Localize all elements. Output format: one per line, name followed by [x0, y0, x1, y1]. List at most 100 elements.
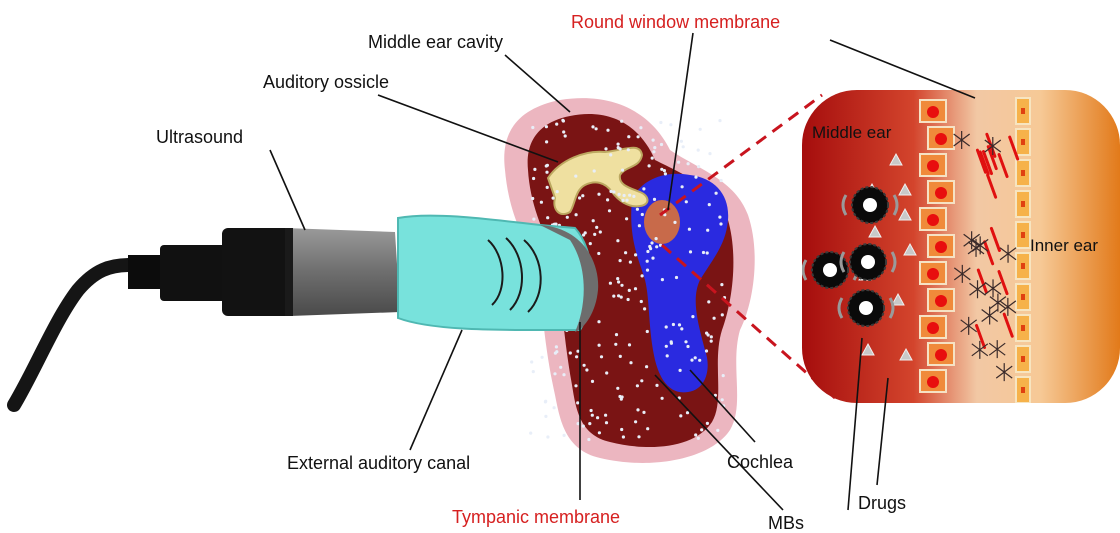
- microbubble-dot: [555, 123, 558, 126]
- microbubble-dot: [651, 157, 654, 160]
- microbubble-dot: [642, 411, 645, 414]
- microbubble-dot: [554, 223, 557, 226]
- microbubble-dot: [636, 408, 639, 411]
- microbubble-dot: [609, 190, 612, 193]
- microbubble-dot: [641, 213, 644, 216]
- microbubble-dot: [697, 165, 700, 168]
- microbubble-dot: [720, 179, 723, 182]
- microbubble-dot: [566, 216, 569, 219]
- microbubble-dot: [629, 261, 632, 264]
- cell-nucleus: [935, 349, 947, 361]
- microbubble-dot: [637, 135, 640, 138]
- inner-cell-core: [1021, 325, 1025, 331]
- microbubble-dot: [660, 143, 663, 146]
- microbubble-dot: [682, 145, 685, 148]
- microbubble-dot: [636, 208, 639, 211]
- microbubble-dot: [653, 198, 656, 201]
- microbubble-dot: [640, 379, 643, 382]
- microbubble-dot: [529, 432, 532, 435]
- inner-cell-core: [1021, 356, 1025, 362]
- microbubble-dot: [608, 209, 611, 212]
- microbubble-dot: [670, 340, 673, 343]
- microbubble-dot: [643, 307, 646, 310]
- cell-nucleus: [935, 241, 947, 253]
- microbubble-dot: [620, 284, 623, 287]
- cell-nucleus: [935, 187, 947, 199]
- microbubble-dot: [706, 422, 709, 425]
- cell-nucleus: [927, 376, 939, 388]
- microbubble-dot: [621, 395, 624, 398]
- microbubble-dot: [708, 203, 711, 206]
- microbubble-dot: [648, 164, 651, 167]
- microbubble-dot: [642, 187, 645, 190]
- microbubble-dot: [710, 335, 713, 338]
- microbubble-dot: [583, 364, 586, 367]
- microbubble-dot: [576, 350, 579, 353]
- microbubble-dot: [661, 397, 664, 400]
- label-drugs: Drugs: [858, 493, 906, 513]
- microbubble-dot: [680, 140, 683, 143]
- microbubble-dot: [556, 190, 559, 193]
- microbubble-dot: [655, 245, 658, 248]
- microbubble-dot: [688, 228, 691, 231]
- microbubble-dot: [625, 217, 628, 220]
- microbubble-dot: [621, 169, 624, 172]
- microbubble-dot: [681, 185, 684, 188]
- microbubble-dot: [591, 125, 594, 128]
- microbubble-dot: [564, 134, 567, 137]
- microbubble-dot: [716, 429, 719, 432]
- microbubble-dot: [628, 289, 631, 292]
- microbubble-dot: [621, 199, 624, 202]
- microbubble-dot: [632, 195, 635, 198]
- microbubble-dot: [604, 147, 607, 150]
- microbubble-dot: [598, 344, 601, 347]
- microbubble-dot: [544, 415, 547, 418]
- microbubble-dot: [721, 313, 724, 316]
- microbubble-dot: [593, 169, 596, 172]
- microbubble-dot: [646, 260, 649, 263]
- label-middle-ear: Middle ear: [812, 123, 892, 142]
- ultrasound-cable: [14, 265, 130, 405]
- microbubble-dot: [589, 242, 592, 245]
- microbubble-dot: [574, 175, 577, 178]
- microbubble-dot: [585, 368, 588, 371]
- microbubble-dot: [665, 345, 668, 348]
- microbubble-dot: [531, 197, 534, 200]
- microbubble-dot: [690, 359, 693, 362]
- microbubble-dot: [582, 425, 585, 428]
- inner-cell-core: [1021, 108, 1025, 114]
- microbubble-dot: [616, 277, 619, 280]
- microbubble-dot: [575, 213, 578, 216]
- microbubble-dot: [628, 343, 631, 346]
- microbubble-dot: [622, 435, 625, 438]
- microbubble-dot: [707, 300, 710, 303]
- microbubble-dot: [629, 361, 632, 364]
- microbubble-dot: [679, 414, 682, 417]
- inner-cell-core: [1021, 139, 1025, 145]
- microbubble-dot: [636, 384, 639, 387]
- inner-cell-core: [1021, 201, 1025, 207]
- label-ultrasound: Ultrasound: [156, 127, 243, 147]
- microbubble-dot: [590, 409, 593, 412]
- microbubble-dot: [697, 149, 700, 152]
- microbubble-dot: [706, 251, 709, 254]
- cell-nucleus: [927, 214, 939, 226]
- microbubble-dot: [612, 190, 615, 193]
- microbubble-dot: [708, 152, 711, 155]
- microbubble-dot: [648, 245, 651, 248]
- microbubble-dot: [546, 216, 549, 219]
- microbubble-dot: [625, 199, 628, 202]
- microbubble-dot: [646, 250, 649, 253]
- microbubble-dot: [533, 168, 536, 171]
- microbubble-dot: [687, 162, 690, 165]
- microbubble-dot: [576, 401, 579, 404]
- microbubble-dot: [553, 406, 556, 409]
- microbubble-dot: [563, 434, 566, 437]
- inner-cell-core: [1021, 170, 1025, 176]
- microbubble-dot: [588, 422, 591, 425]
- microbubble-dot: [545, 140, 548, 143]
- label-auditory-ossicle: Auditory ossicle: [263, 72, 389, 92]
- microbubble-dot: [532, 218, 535, 221]
- microbubble-dot: [541, 356, 544, 359]
